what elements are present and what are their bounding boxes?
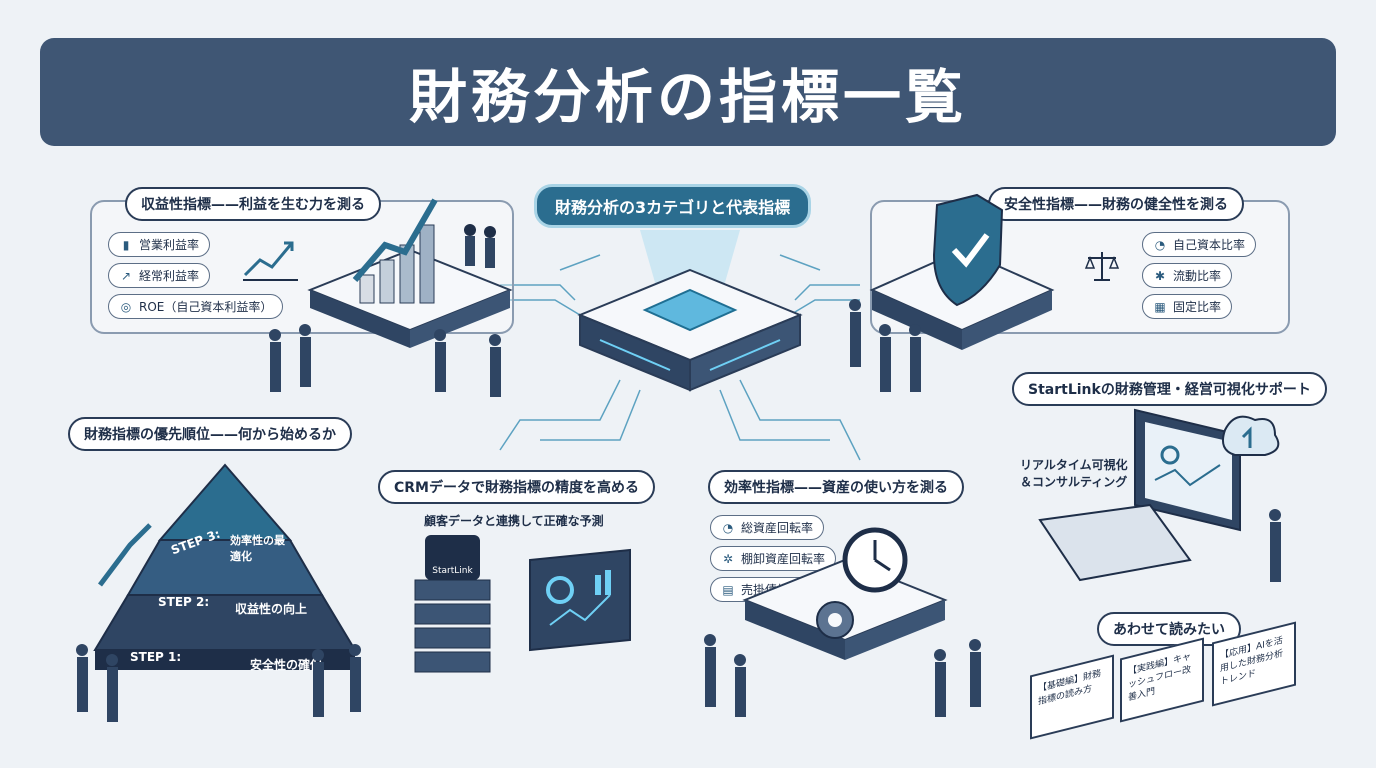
safety-title: 安全性指標——財務の健全性を測る <box>988 187 1244 221</box>
efficiency-title: 効率性指標——資産の使い方を測る <box>708 470 964 504</box>
center-hub-platform <box>577 268 803 392</box>
coin-icon: ◎ <box>120 299 132 314</box>
safety-item-fixed-ratio: ▦ 固定比率 <box>1142 294 1233 319</box>
title-banner: 財務分析の指標一覧 <box>40 38 1336 146</box>
step2-label: STEP 2: <box>158 595 210 609</box>
crm-dashboard <box>529 548 631 652</box>
page-title: 財務分析の指標一覧 <box>408 63 967 131</box>
step2-text: 収益性の向上 <box>235 602 308 616</box>
profitability-item-roe: ◎ ROE（自己資本利益率） <box>108 294 284 319</box>
profitability-title: 収益性指標——利益を生む力を測る <box>125 187 381 221</box>
water-drop-icon: ✱ <box>1154 268 1166 283</box>
bar-chart-icon: ▮ <box>122 237 130 252</box>
balance-scale-icon <box>1084 252 1120 281</box>
step1-text: 安全性の確保 <box>250 658 323 672</box>
center-category-title: 財務分析の3カテゴリと代表指標 <box>534 184 812 228</box>
calendar-icon: ▤ <box>722 582 734 597</box>
step3-text: 効率性の最適化 <box>230 534 285 563</box>
priority-pyramid <box>93 463 357 670</box>
support-title: StartLinkの財務管理・経営可視化サポート <box>1012 372 1327 406</box>
safety-item-equity-ratio: ◔ 自己資本比率 <box>1142 232 1257 257</box>
support-monitor <box>1038 408 1280 582</box>
profitability-item-operating-margin: ▮ 営業利益率 <box>108 232 211 257</box>
crm-server-stack <box>414 579 491 673</box>
safety-platform <box>869 193 1055 350</box>
grid-icon: ▦ <box>1154 299 1166 314</box>
safety-item-current-ratio: ✱ 流動比率 <box>1142 263 1233 288</box>
efficiency-item-asset-turnover: ◔ 総資産回転率 <box>710 515 825 540</box>
gear-small-icon: ✲ <box>722 551 734 566</box>
support-caption-line2: ＆コンサルティング <box>1020 475 1128 489</box>
profitability-item-ordinary-margin: ↗ 経常利益率 <box>108 263 211 288</box>
crm-title: CRMデータで財務指標の精度を高める <box>378 470 655 504</box>
priority-title: 財務指標の優先順位——何から始めるか <box>68 417 352 451</box>
pie-chart-icon: ◔ <box>722 520 734 535</box>
profit-trend-icon <box>243 241 298 281</box>
crm-subtitle: 顧客データと連携して正確な予測 <box>424 514 604 528</box>
startlink-logo: StartLink <box>425 535 480 580</box>
step1-label: STEP 1: <box>130 650 182 664</box>
support-caption-line1: リアルタイム可視化 <box>1020 458 1128 472</box>
efficiency-platform <box>742 527 948 660</box>
shield-icon <box>932 193 1004 307</box>
pie-chart-icon: ◔ <box>1154 237 1166 252</box>
efficiency-item-inventory-turnover: ✲ 棚卸資産回転率 <box>710 546 837 571</box>
line-chart-icon: ↗ <box>120 268 132 283</box>
